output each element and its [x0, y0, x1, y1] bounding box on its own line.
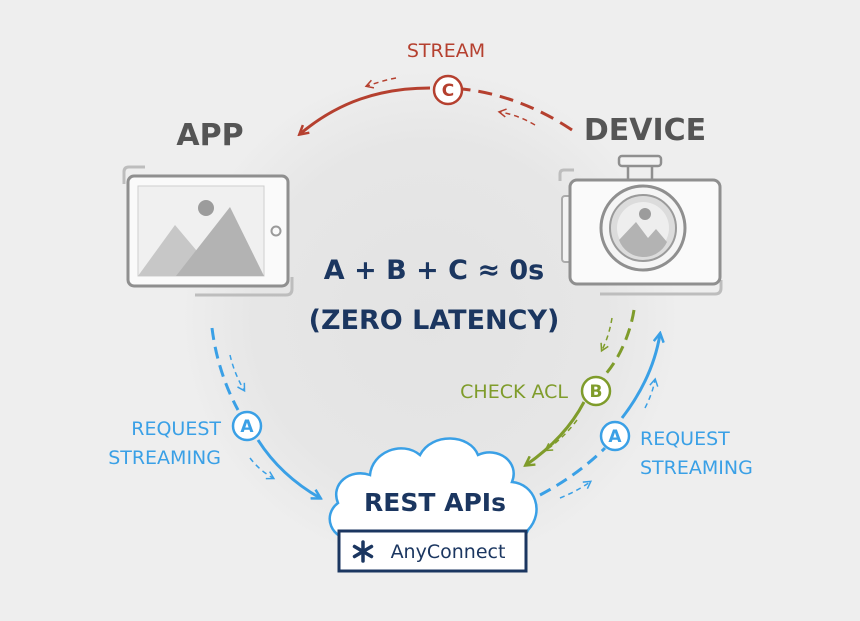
rest-apis-label: REST APIs — [364, 488, 506, 517]
tablet-image-icon — [122, 165, 294, 297]
request-left-badge-letter: A — [240, 417, 254, 437]
stream-badge: C — [432, 74, 464, 106]
cloud-icon — [328, 437, 538, 542]
request-right-label-line1: REQUEST — [640, 428, 730, 450]
asterisk-icon — [352, 540, 374, 563]
request-left-arrow — [210, 327, 320, 498]
request-right-badge: A — [599, 420, 631, 452]
check-acl-badge-letter: B — [590, 382, 603, 402]
check-acl-badge: B — [580, 375, 612, 407]
check-acl-arrow — [526, 309, 636, 465]
anyconnect-label: AnyConnect — [391, 541, 506, 563]
device-title: DEVICE — [584, 113, 706, 148]
request-right-badge-letter: A — [608, 427, 622, 447]
request-left-label-line2: STREAMING — [108, 447, 221, 469]
camera-icon — [558, 154, 723, 296]
anyconnect-badge: AnyConnect — [337, 529, 528, 573]
app-title: APP — [176, 118, 243, 153]
stream-badge-letter: C — [442, 81, 454, 101]
request-left-label-line1: REQUEST — [131, 418, 221, 440]
formula-line2: (ZERO LATENCY) — [309, 305, 560, 336]
request-right-arrow — [539, 334, 660, 499]
request-left-badge: A — [231, 410, 263, 442]
stream-arrow — [300, 77, 573, 134]
formula-line1: A + B + C ≈ 0s — [324, 255, 544, 286]
stream-label: STREAM — [407, 40, 485, 62]
check-acl-label: CHECK ACL — [460, 381, 568, 403]
request-right-label-line2: STREAMING — [640, 457, 753, 479]
